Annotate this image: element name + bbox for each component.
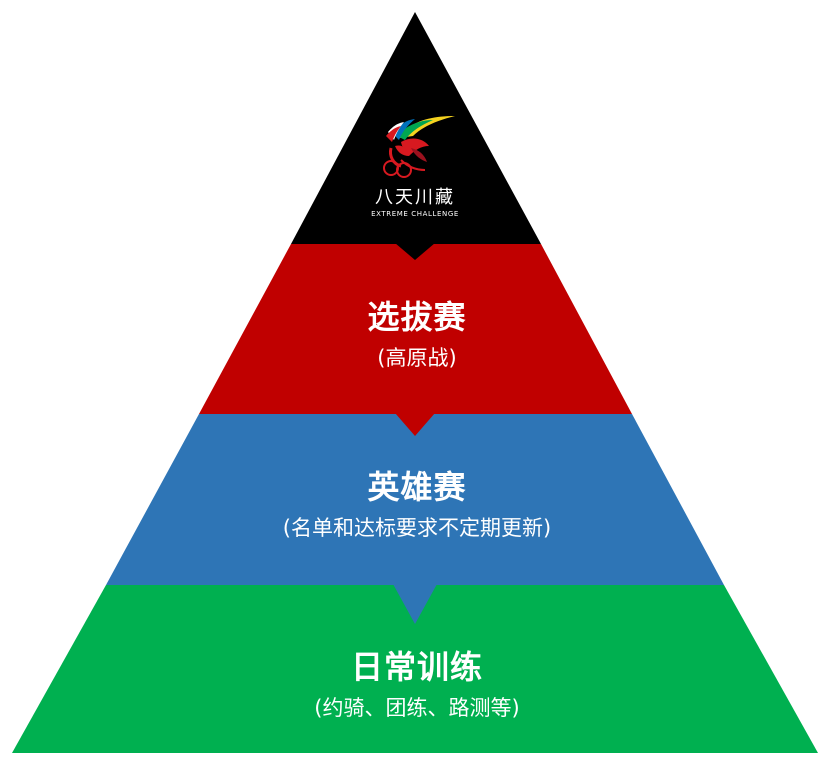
tier-training-label: 日常训练 (约骑、团练、路测等)	[0, 648, 834, 722]
connector-arrow-top	[395, 243, 435, 260]
tier-selection-label: 选拔赛 (高原战)	[0, 298, 834, 372]
connector-arrow-red	[395, 413, 435, 436]
tier-selection-title: 选拔赛	[367, 298, 467, 336]
connector-arrow-blue	[393, 584, 437, 624]
tier-training-shape	[12, 585, 818, 753]
brand-name-en: EXTREME CHALLENGE	[371, 210, 459, 218]
tier-selection-shape	[199, 244, 632, 414]
tier-selection-subtitle: (高原战)	[377, 346, 457, 370]
brand-name-cn: 八天川藏	[375, 187, 455, 208]
brand-logo: 八天川藏 EXTREME CHALLENGE	[357, 108, 473, 220]
tier-hero-title: 英雄赛	[367, 468, 467, 506]
tier-hero-shape	[106, 414, 724, 585]
cyclist-emblem-icon	[383, 116, 455, 178]
tier-training-title: 日常训练	[350, 648, 483, 686]
tier-hero-subtitle: (名单和达标要求不定期更新)	[282, 516, 552, 540]
tier-training-subtitle: (约骑、团练、路测等)	[314, 696, 520, 720]
tier-hero-label: 英雄赛 (名单和达标要求不定期更新)	[0, 468, 834, 542]
